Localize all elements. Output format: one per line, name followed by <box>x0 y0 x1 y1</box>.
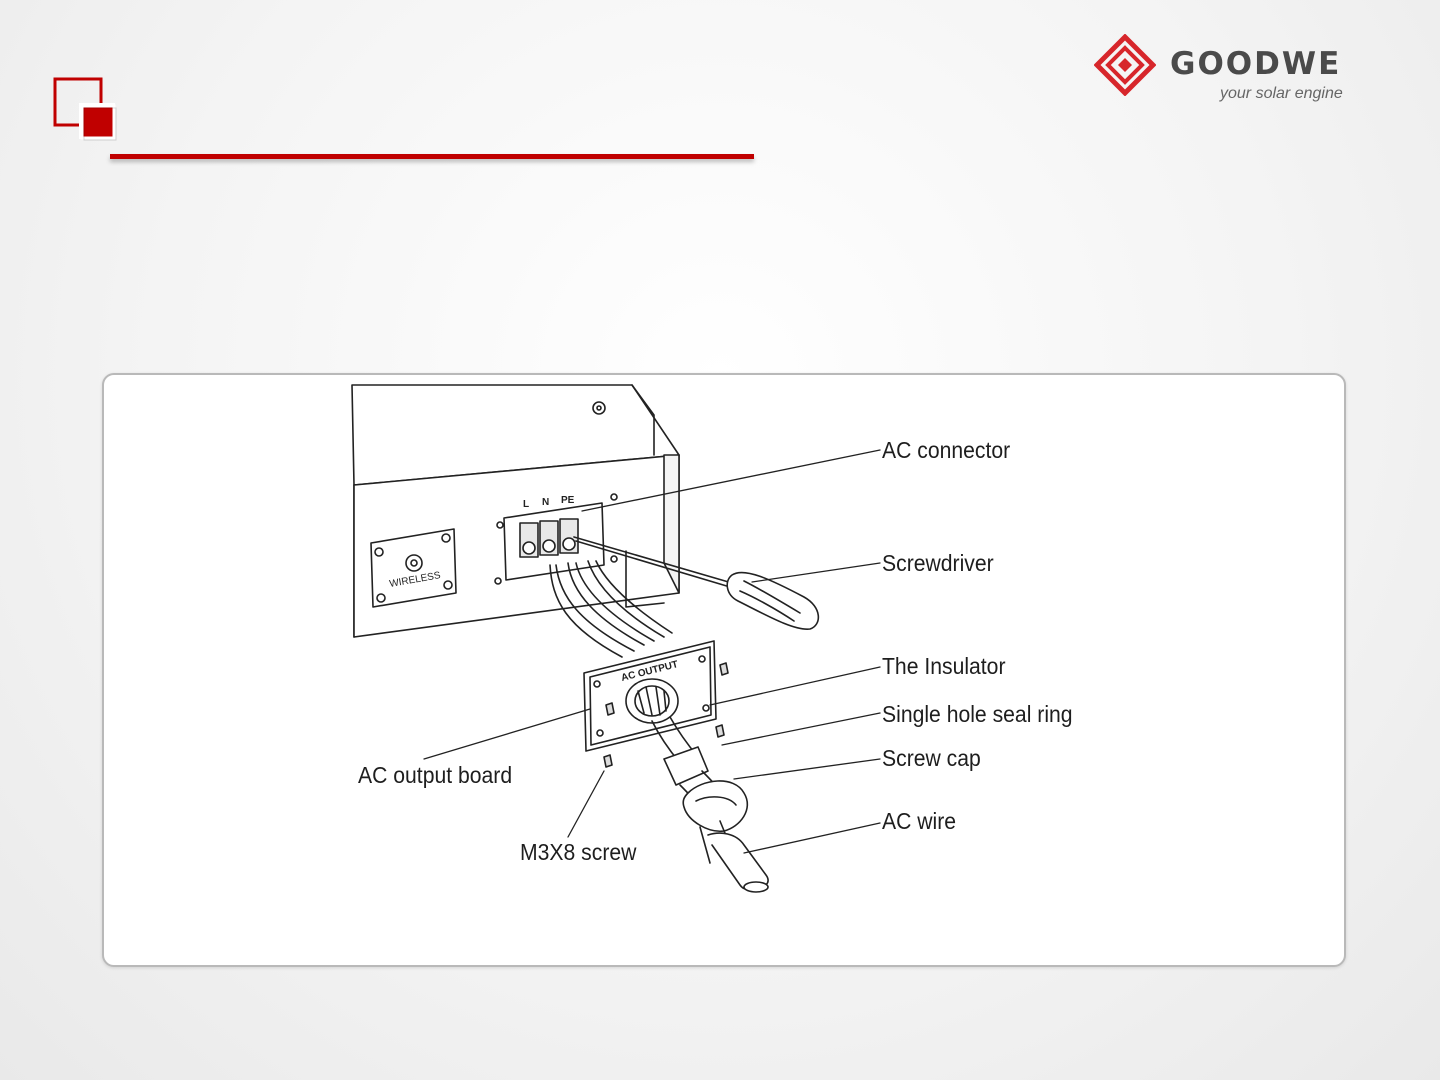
label-ac-connector: AC connector <box>882 437 1010 464</box>
label-screwdriver: Screwdriver <box>882 550 994 577</box>
terminal-label-l: L <box>523 499 529 510</box>
wiring-diagram: WIRELESS L N PE <box>104 375 1344 965</box>
logo-tagline: your solar engine <box>1220 85 1343 103</box>
label-insulator: The Insulator <box>882 653 1006 680</box>
terminal-label-pe: PE <box>561 495 575 506</box>
inverter-housing <box>352 385 679 637</box>
label-m3x8-screw: M3X8 screw <box>520 839 636 866</box>
terminal-label-n: N <box>542 497 549 508</box>
label-seal-ring: Single hole seal ring <box>882 701 1073 728</box>
label-ac-wire: AC wire <box>882 808 956 835</box>
diagram-frame: WIRELESS L N PE <box>102 373 1346 967</box>
label-screw-cap: Screw cap <box>882 745 981 772</box>
goodwe-logo-icon <box>1094 34 1156 96</box>
title-underline <box>110 154 754 159</box>
ac-output-board: AC OUTPUT <box>584 641 716 751</box>
cable-assembly <box>652 717 768 892</box>
label-ac-output-board: AC output board <box>358 762 512 789</box>
goodwe-logo: GOODWE your solar engine <box>1094 30 1364 110</box>
corner-squares-icon <box>52 76 122 146</box>
logo-wordmark: GOODWE <box>1170 46 1341 82</box>
